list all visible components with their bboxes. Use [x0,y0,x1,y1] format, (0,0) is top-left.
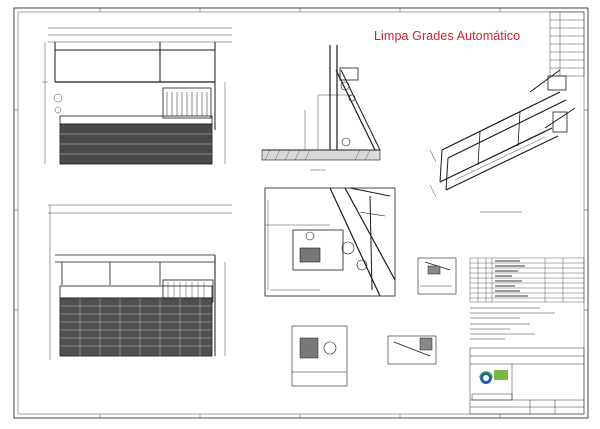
general-notes [470,307,555,340]
front-elevation-bottom [48,204,232,360]
revision-table-top [549,11,585,77]
parts-list-table [469,257,585,303]
sheet-border [13,7,589,419]
side-elevation [261,45,381,171]
title-block [469,347,585,415]
bme-logo [494,370,508,380]
detail-c-view [417,257,457,295]
isometric-view [429,69,576,213]
detail-a-view [264,187,396,297]
detail-b-view [349,187,391,291]
drawing-title: Limpa Grades Automático [374,29,521,43]
front-elevation-top [42,27,232,165]
detail-d-view [291,325,437,387]
iccom-logo [479,371,493,384]
